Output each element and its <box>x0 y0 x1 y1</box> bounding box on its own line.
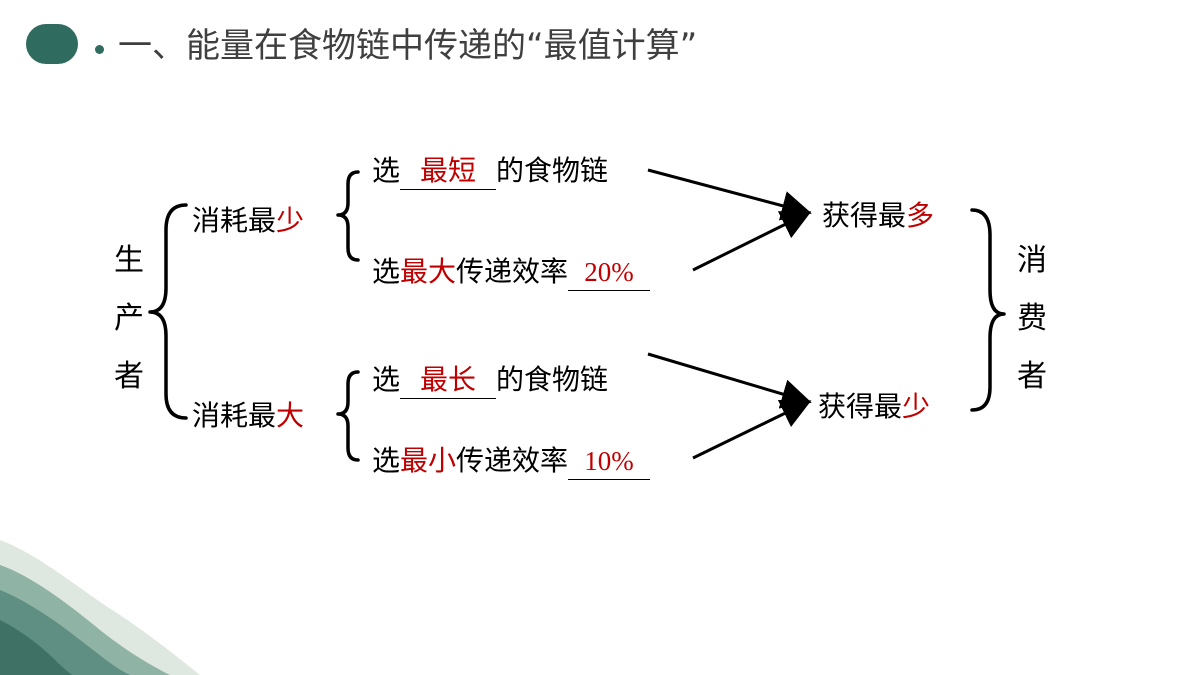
bottom-group-brace <box>336 370 360 462</box>
condition-prefix: 消耗最 <box>192 204 277 237</box>
arrow-maxeff-to-max <box>692 211 812 272</box>
answer-blank: 最短 <box>400 153 497 190</box>
rule-prefix: 选 <box>372 444 401 477</box>
answer-blank: 最长 <box>400 362 497 399</box>
arrow-shortest-to-max <box>647 168 812 221</box>
rule-prefix: 选 <box>372 154 401 187</box>
producer-brace <box>148 203 188 420</box>
condition-min-consumption: 消耗最少 <box>192 203 304 239</box>
title-bullet-shape <box>26 24 78 64</box>
arrow-mineff-to-min <box>692 400 812 460</box>
rule-suffix: 传递效率 <box>456 255 569 288</box>
rule-suffix: 的食物链 <box>496 363 609 396</box>
producer-char: 者 <box>114 359 144 394</box>
top-group-brace <box>336 170 360 262</box>
condition-max-consumption: 消耗最大 <box>192 398 304 434</box>
rule-key: 最大 <box>400 255 457 288</box>
result-key: 多 <box>906 199 935 232</box>
result-min-gain: 获得最少 <box>818 389 930 425</box>
rule-prefix: 选 <box>372 363 401 396</box>
page-title: 一、能量在食物链中传递的“最值计算” <box>118 26 698 66</box>
rule-key: 最小 <box>400 444 457 477</box>
producer-char: 生 <box>114 243 144 278</box>
arrow-longest-to-min <box>647 352 812 409</box>
producer-char: 产 <box>114 301 144 336</box>
consumer-label: 消 费 者 <box>1015 232 1049 406</box>
answer-blank: 20% <box>568 254 651 291</box>
rule-suffix: 传递效率 <box>456 444 569 477</box>
title-dot <box>95 45 104 54</box>
rule-prefix: 选 <box>372 255 401 288</box>
condition-key: 大 <box>276 399 305 432</box>
rule-longest-chain: 选最长的食物链 <box>372 362 608 399</box>
consumer-char: 者 <box>1017 359 1047 394</box>
condition-prefix: 消耗最 <box>192 399 277 432</box>
condition-key: 少 <box>276 204 305 237</box>
consumer-char: 费 <box>1017 301 1047 336</box>
producer-label: 生 产 者 <box>112 232 146 406</box>
result-prefix: 获得最 <box>818 390 903 423</box>
rule-suffix: 的食物链 <box>496 154 609 187</box>
result-key: 少 <box>902 390 931 423</box>
result-prefix: 获得最 <box>822 199 907 232</box>
consumer-brace <box>970 208 1006 412</box>
consumer-char: 消 <box>1017 243 1047 278</box>
decorative-landscape <box>0 540 200 675</box>
result-max-gain: 获得最多 <box>822 198 934 234</box>
rule-shortest-chain: 选最短的食物链 <box>372 153 608 190</box>
answer-blank: 10% <box>568 443 651 480</box>
